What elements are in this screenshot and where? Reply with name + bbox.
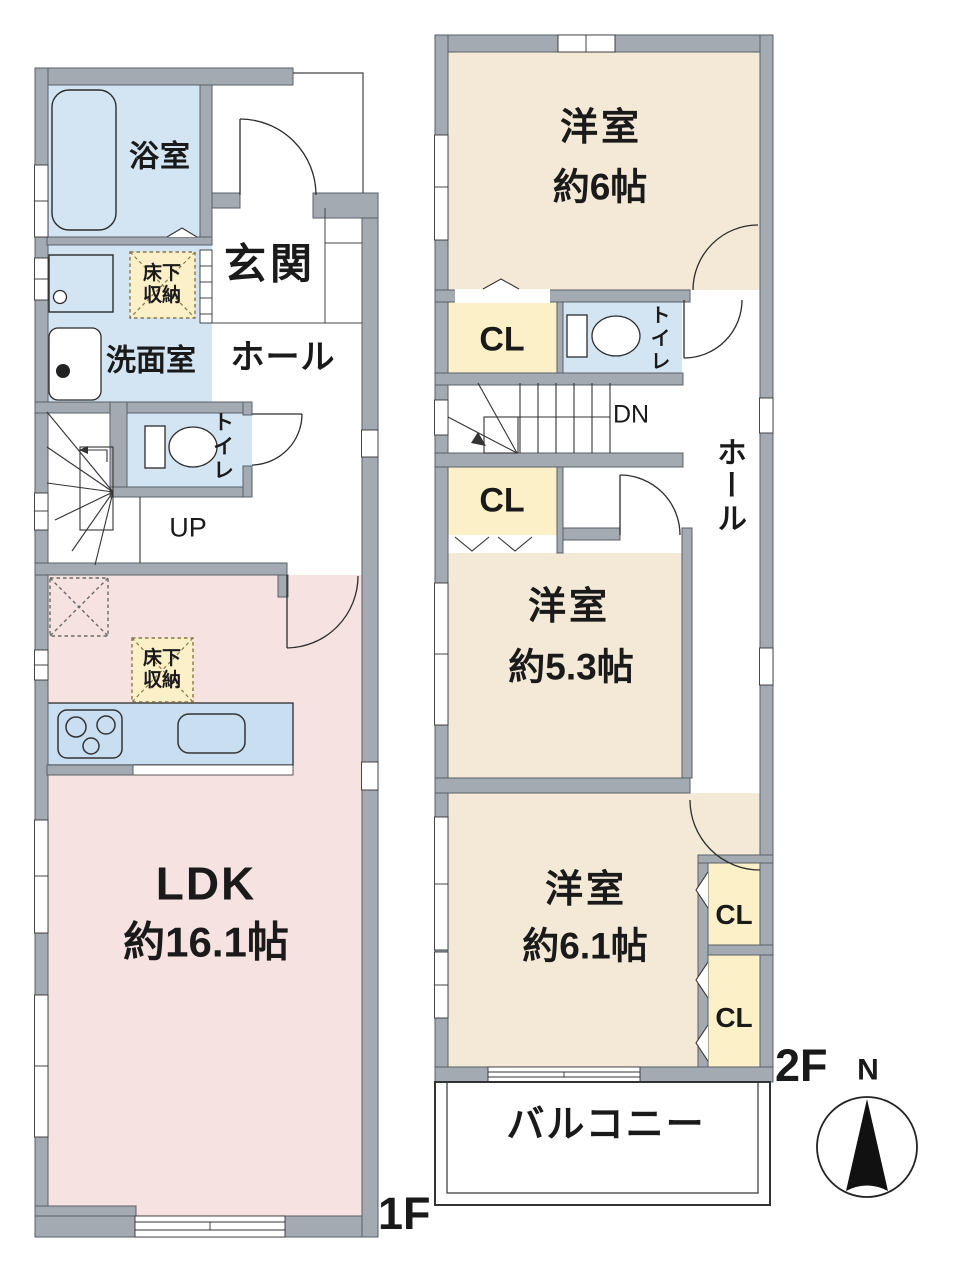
room-label-entrance: 玄関 <box>223 240 317 288</box>
washing-machine <box>48 327 102 401</box>
closet-1-floor <box>448 302 557 373</box>
room-label-toilet-2f: トイレ <box>647 304 669 374</box>
2f-fixtures <box>566 314 641 358</box>
stove-burner <box>96 715 116 735</box>
bedroom-north-floor <box>448 52 760 290</box>
2f-doors <box>619 224 761 871</box>
room-label-hall-2f: ホール <box>712 436 745 536</box>
ldk-door <box>286 575 359 649</box>
1f-fixtures <box>46 89 294 776</box>
1f-storage-boxes <box>49 251 196 703</box>
stairs-down-label: DN <box>612 400 650 429</box>
bathtub <box>51 89 117 231</box>
bedroom-mid-door <box>619 474 681 536</box>
1f-stairs <box>46 411 141 566</box>
compass-north-label: N <box>857 1053 879 1087</box>
label-closet-1: CL <box>479 320 525 359</box>
refrigerator-space-box <box>49 577 109 637</box>
kitchen-counter <box>46 702 294 766</box>
room-label-bedroom-north: 洋室 <box>559 106 643 149</box>
floor-2f-plan <box>434 34 774 1206</box>
closet-4-floor <box>708 955 760 1067</box>
1f-windows <box>34 164 379 1238</box>
2f-closet-door-marks <box>454 278 709 1062</box>
label-balcony: バルコニー <box>506 1103 706 1146</box>
room-label-washroom: 洗面室 <box>106 344 196 378</box>
washing-machine-dot <box>56 364 70 378</box>
label-closet-4: CL <box>715 1001 753 1033</box>
toilet-2f-door <box>683 299 743 359</box>
toilet-2f-tank <box>566 314 588 358</box>
vanity-drain <box>52 289 68 305</box>
toilet-1f-tank <box>144 425 166 469</box>
washroom-sliding-door <box>199 249 213 324</box>
1f-lines <box>166 72 364 324</box>
kitchen-sink <box>177 713 246 754</box>
stove <box>57 709 123 759</box>
compass <box>816 1096 918 1198</box>
balcony-structure <box>434 1081 771 1206</box>
closet-2-floor <box>448 467 557 535</box>
compass-circle <box>816 1096 918 1198</box>
floor-1f-plan <box>34 67 379 1238</box>
toilet-1f-door <box>251 413 303 466</box>
floor-label-1f: 1F <box>378 1188 431 1239</box>
bedroom-north-door <box>692 224 759 291</box>
room-label-bedroom-south: 洋室 <box>544 868 628 911</box>
stove-burner <box>65 716 87 738</box>
floor-label-2f: 2F <box>775 1040 828 1091</box>
room-label-bath: 浴室 <box>129 140 191 174</box>
label-underfloor-storage: 床下 収納 <box>142 647 182 691</box>
room-label-toilet-1f: トイレ <box>210 411 234 483</box>
bath-door-mark <box>166 227 198 238</box>
ldk-floor <box>47 575 362 1216</box>
stove-burner <box>82 737 100 755</box>
room-label-ldk: LDK <box>155 857 257 910</box>
room-label-bedroom-mid: 洋室 <box>527 585 611 628</box>
counter-edge <box>132 764 294 776</box>
toilet-2f-bowl <box>591 315 641 357</box>
room-size-ldk: 約16.1帖 <box>123 918 289 966</box>
bedroom-south-door <box>689 799 761 871</box>
closet-1-opening <box>455 289 550 303</box>
bedroom-mid-floor <box>448 553 682 778</box>
room-size-bedroom-north: 約6帖 <box>552 166 648 208</box>
2f-stairs <box>447 382 611 454</box>
stairs-up-label: UP <box>169 512 207 543</box>
room-label-hall-1f: ホール <box>230 338 336 377</box>
toilet-1f-bowl <box>168 426 218 468</box>
label-closet-3: CL <box>715 898 753 930</box>
closet-3-floor <box>708 863 760 945</box>
room-size-bedroom-mid: 約5.3帖 <box>508 646 634 688</box>
label-closet-2: CL <box>479 481 525 520</box>
2f-windows <box>434 34 774 1083</box>
entrance-porch-canopy <box>293 72 364 193</box>
north-needle-icon <box>846 1099 888 1191</box>
label-underfloor-storage: 床下 収納 <box>142 262 182 306</box>
entrance-door <box>239 118 317 196</box>
1f-doors <box>239 118 359 649</box>
room-size-bedroom-south: 約6.1帖 <box>522 925 648 967</box>
